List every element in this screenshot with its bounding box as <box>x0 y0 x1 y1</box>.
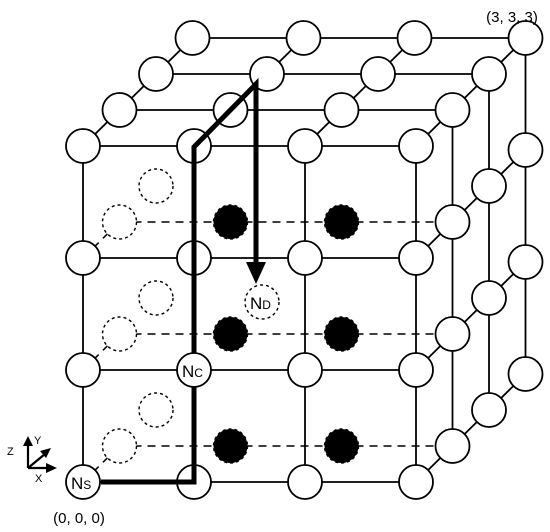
blocked-node <box>212 204 249 240</box>
blocked-node <box>212 316 249 352</box>
mesh-node <box>471 56 507 92</box>
mesh-node <box>434 428 471 464</box>
mesh-node <box>507 356 544 392</box>
mesh-node <box>396 20 433 56</box>
mesh-node <box>434 204 471 240</box>
mesh-node <box>174 20 211 56</box>
mesh-node <box>398 352 434 388</box>
blocked-node <box>323 316 360 352</box>
hidden-node <box>101 204 138 240</box>
hidden-lines <box>82 221 453 483</box>
node-source: NS <box>65 464 101 500</box>
blocked-node <box>212 428 249 464</box>
mesh-node <box>434 316 471 352</box>
axis-label-z: Z <box>7 446 14 458</box>
mesh-node <box>138 56 174 92</box>
mesh-node <box>471 280 507 316</box>
node-destination: ND <box>244 284 280 320</box>
hidden-node <box>101 428 138 464</box>
blocked-node <box>323 428 360 464</box>
corner-label-far: (3, 3, 3) <box>486 9 538 26</box>
mesh-node <box>287 128 323 164</box>
visible-nodes <box>65 20 544 500</box>
blocked-node <box>323 204 360 240</box>
mesh-node <box>65 128 101 164</box>
mesh-node <box>323 92 360 128</box>
svg-text:NS: NS <box>71 474 91 493</box>
hidden-node <box>138 168 174 204</box>
mesh-node <box>507 20 544 56</box>
axis-label-x: X <box>35 473 43 485</box>
mesh-node <box>360 56 396 92</box>
mesh-node <box>65 240 101 276</box>
axis-label-y: Y <box>34 435 42 447</box>
mesh-node <box>507 132 544 168</box>
mesh-node <box>471 392 507 428</box>
hidden-nodes <box>101 168 174 464</box>
mesh-node <box>285 20 322 56</box>
mesh-node <box>398 464 434 500</box>
mesh-node <box>434 92 471 128</box>
mesh-node <box>101 92 138 128</box>
hidden-node <box>138 280 174 316</box>
route-arrowhead <box>246 262 266 284</box>
mesh-node <box>287 240 323 276</box>
hidden-node <box>101 316 138 352</box>
mesh-node <box>398 240 434 276</box>
svg-text:ND: ND <box>250 294 271 313</box>
hidden-node <box>138 392 174 428</box>
mesh-node <box>398 128 434 164</box>
mesh-node <box>65 352 101 388</box>
routing-path <box>101 77 266 485</box>
blocked-nodes <box>212 204 360 464</box>
svg-text:NC: NC <box>182 362 203 381</box>
corner-label-origin: (0, 0, 0) <box>53 510 105 527</box>
axis-indicator: Z Y X <box>7 435 57 485</box>
mesh-node <box>287 352 323 388</box>
mesh-node <box>471 168 507 204</box>
mesh-node <box>287 464 323 500</box>
route-line <box>101 77 259 485</box>
node-corner: NC <box>176 352 212 388</box>
mesh-node <box>507 244 544 280</box>
